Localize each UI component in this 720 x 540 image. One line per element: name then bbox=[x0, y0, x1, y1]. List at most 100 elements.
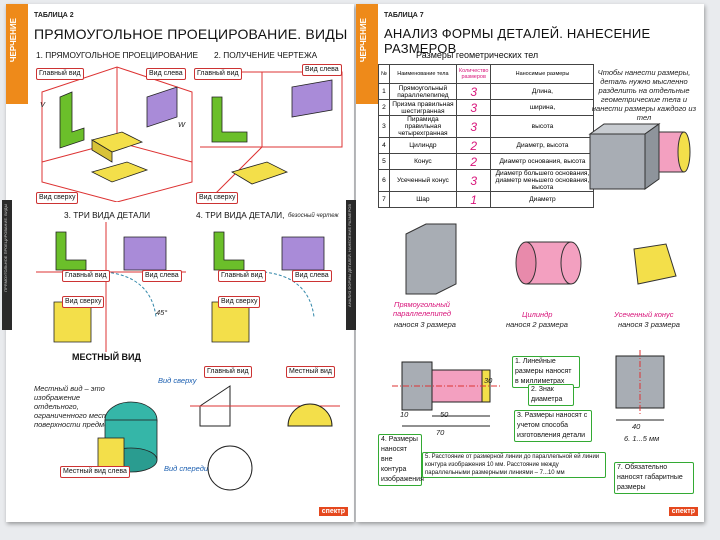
poster-left: ЧЕРЧЕНИЕ ТАБЛИЦА 2 ПРЯМОУГОЛЬНОЕ ПРОЕЦИР… bbox=[6, 4, 354, 522]
side-tab-middle: АНАЛИЗ ФОРМЫ ДЕТАЛЕЙ. НАНЕСЕНИЕ РАЗМЕРОВ bbox=[346, 200, 356, 330]
note-3: 3. Размеры наносят с учетом способа изго… bbox=[514, 410, 592, 442]
dim-10: 10 bbox=[400, 410, 409, 419]
cell-dims: Диаметр bbox=[490, 191, 595, 208]
label-top-2: Вид сверху bbox=[196, 192, 239, 204]
local-view-caption: Местный вид – это изображение отдельного… bbox=[34, 384, 119, 429]
dim-50: 50 bbox=[440, 410, 449, 419]
section-1-title: 1. ПРЯМОУГОЛЬНОЕ ПРОЕЦИРОВАНИЕ bbox=[36, 50, 199, 60]
angle-label: 45° bbox=[156, 308, 168, 317]
cell-dims: Диаметр основания, высота bbox=[490, 153, 595, 170]
label-front-2: Главный вид bbox=[194, 68, 242, 80]
label-local-front: Вид спереди bbox=[164, 464, 209, 473]
col-dims: Наносимые размеры bbox=[490, 64, 595, 84]
label-local: Местный вид bbox=[286, 366, 335, 378]
sizes-table: № Наименование тела Количество размеров … bbox=[378, 64, 595, 208]
dim-30: 30 bbox=[484, 376, 493, 385]
dim-70: 70 bbox=[436, 428, 445, 437]
cell-name: Цилиндр bbox=[388, 137, 457, 154]
page-title-right: АНАЛИЗ ФОРМЫ ДЕТАЛЕЙ. НАНЕСЕНИЕ РАЗМЕРОВ bbox=[384, 26, 651, 56]
label-left-3: Вид слева bbox=[142, 270, 182, 282]
cell-dims: Диаметр большего основания, диаметр мень… bbox=[490, 169, 595, 192]
cyl-count: нанося 2 размера bbox=[506, 320, 568, 329]
side-tab-middle-text: АНАЛИЗ ФОРМЫ ДЕТАЛЕЙ. НАНЕСЕНИЕ РАЗМЕРОВ bbox=[347, 204, 352, 307]
publisher-logo: спектр bbox=[318, 507, 348, 516]
publisher-logo-right: спектр bbox=[668, 507, 698, 516]
table-title: Размеры геометрических тел bbox=[416, 50, 539, 60]
cell-count: 2 bbox=[455, 137, 492, 154]
table-number: ТАБЛИЦА 2 bbox=[34, 12, 74, 19]
box-count: нанося 3 размера bbox=[394, 320, 456, 329]
label-left-1: Вид слева bbox=[146, 68, 186, 80]
composite-part bbox=[588, 123, 691, 190]
cell-count: 3 bbox=[455, 115, 492, 138]
cell-name: Прямоугольный параллелепипед bbox=[388, 83, 457, 100]
cell-n: 4 bbox=[378, 137, 390, 154]
side-tab-left: ПРЯМОУГОЛЬНОЕ ПРОЕЦИРОВАНИЕ. ВИДЫ bbox=[2, 200, 12, 330]
label-left-4: Вид слева bbox=[292, 270, 332, 282]
cell-dims: Диаметр, высота bbox=[490, 137, 595, 154]
label-top-3: Вид сверху bbox=[62, 296, 105, 308]
section-4-subtitle: безосный чертеж bbox=[288, 213, 339, 219]
subject-strip-right: ЧЕРЧЕНИЕ bbox=[356, 4, 378, 104]
cell-dims: высота bbox=[490, 115, 595, 138]
section-2-title: 2. ПОЛУЧЕНИЕ ЧЕРТЕЖА bbox=[214, 50, 318, 60]
cone-count: нанося 3 размера bbox=[618, 320, 680, 329]
note-2: 2. Знак диаметра bbox=[528, 384, 574, 406]
cell-count: 3 bbox=[455, 99, 492, 116]
cell-n: 7 bbox=[378, 191, 390, 208]
section-4-title: 4. ТРИ ВИДА ДЕТАЛИ, bbox=[196, 210, 285, 220]
cell-n: 1 bbox=[378, 83, 390, 100]
projection-3d-drawing bbox=[41, 66, 193, 202]
three-views-axisless bbox=[211, 231, 325, 343]
cone-caption: Усеченный конус bbox=[614, 310, 674, 319]
cell-count: 2 bbox=[455, 153, 492, 170]
col-count: Количество размеров bbox=[455, 64, 492, 84]
label-left-2: Вид слева bbox=[302, 64, 342, 76]
label-local-top: Вид сверху bbox=[158, 376, 197, 385]
cell-name: Усеченный конус bbox=[388, 169, 457, 192]
decomposed-bodies bbox=[405, 223, 677, 295]
cell-name: Конус bbox=[388, 153, 457, 170]
hint-text: Чтобы нанести размеры, деталь нужно мысл… bbox=[591, 68, 697, 122]
note-7: 7. Обязательно наносят габаритные размер… bbox=[614, 462, 694, 494]
note-6: 6. 1...5 мм bbox=[624, 434, 660, 443]
note-5: 5. Расстояние от размерной линии до пара… bbox=[422, 452, 606, 478]
section-3-title: 3. ТРИ ВИДА ДЕТАЛИ bbox=[64, 210, 151, 220]
strip-text: ЧЕРЧЕНИЕ bbox=[9, 18, 18, 63]
local-view-drawing bbox=[190, 385, 340, 491]
poster-right: ЧЕРЧЕНИЕ ТАБЛИЦА 7 АНАЛИЗ ФОРМЫ ДЕТАЛЕЙ.… bbox=[356, 4, 704, 522]
cell-count: 1 bbox=[455, 191, 492, 208]
cell-n: 6 bbox=[378, 169, 390, 192]
cyl-caption: Цилиндр bbox=[522, 310, 553, 319]
table-number-right: ТАБЛИЦА 7 bbox=[384, 12, 424, 19]
cell-n: 3 bbox=[378, 115, 390, 138]
page-title: ПРЯМОУГОЛЬНОЕ ПРОЕЦИРОВАНИЕ. ВИДЫ bbox=[34, 26, 348, 42]
label-front-3: Главный вид bbox=[62, 270, 110, 282]
cell-name: Пирамида правильная четырехгранная bbox=[388, 115, 457, 138]
box-caption: Прямоугольный параллелепипед bbox=[393, 300, 451, 318]
label-top-1: Вид сверху bbox=[36, 192, 79, 204]
side-tab-left-text: ПРЯМОУГОЛЬНОЕ ПРОЕЦИРОВАНИЕ. ВИДЫ bbox=[3, 204, 8, 292]
col-num: № bbox=[378, 64, 390, 84]
cell-n: 2 bbox=[378, 99, 390, 116]
cell-count: 3 bbox=[455, 169, 492, 192]
cell-count: 3 bbox=[455, 83, 492, 100]
note-4: 4. Размеры наносят вне контура изображен… bbox=[378, 434, 424, 486]
strip-text-right: ЧЕРЧЕНИЕ bbox=[359, 18, 368, 63]
label-front-4: Главный вид bbox=[218, 270, 266, 282]
section-5-title: МЕСТНЫЙ ВИД bbox=[72, 352, 141, 362]
label-local-mini: Местный вид слева bbox=[60, 466, 130, 478]
drawing-unfold bbox=[200, 71, 343, 198]
subject-strip: ЧЕРЧЕНИЕ bbox=[6, 4, 28, 104]
label-top-4: Вид сверху bbox=[218, 296, 261, 308]
col-name: Наименование тела bbox=[388, 64, 457, 84]
label-front-1: Главный вид bbox=[36, 68, 84, 80]
dim-40: 40 bbox=[632, 422, 641, 431]
dimension-drawing-front bbox=[392, 361, 500, 427]
axis-w-1: W bbox=[178, 120, 186, 129]
